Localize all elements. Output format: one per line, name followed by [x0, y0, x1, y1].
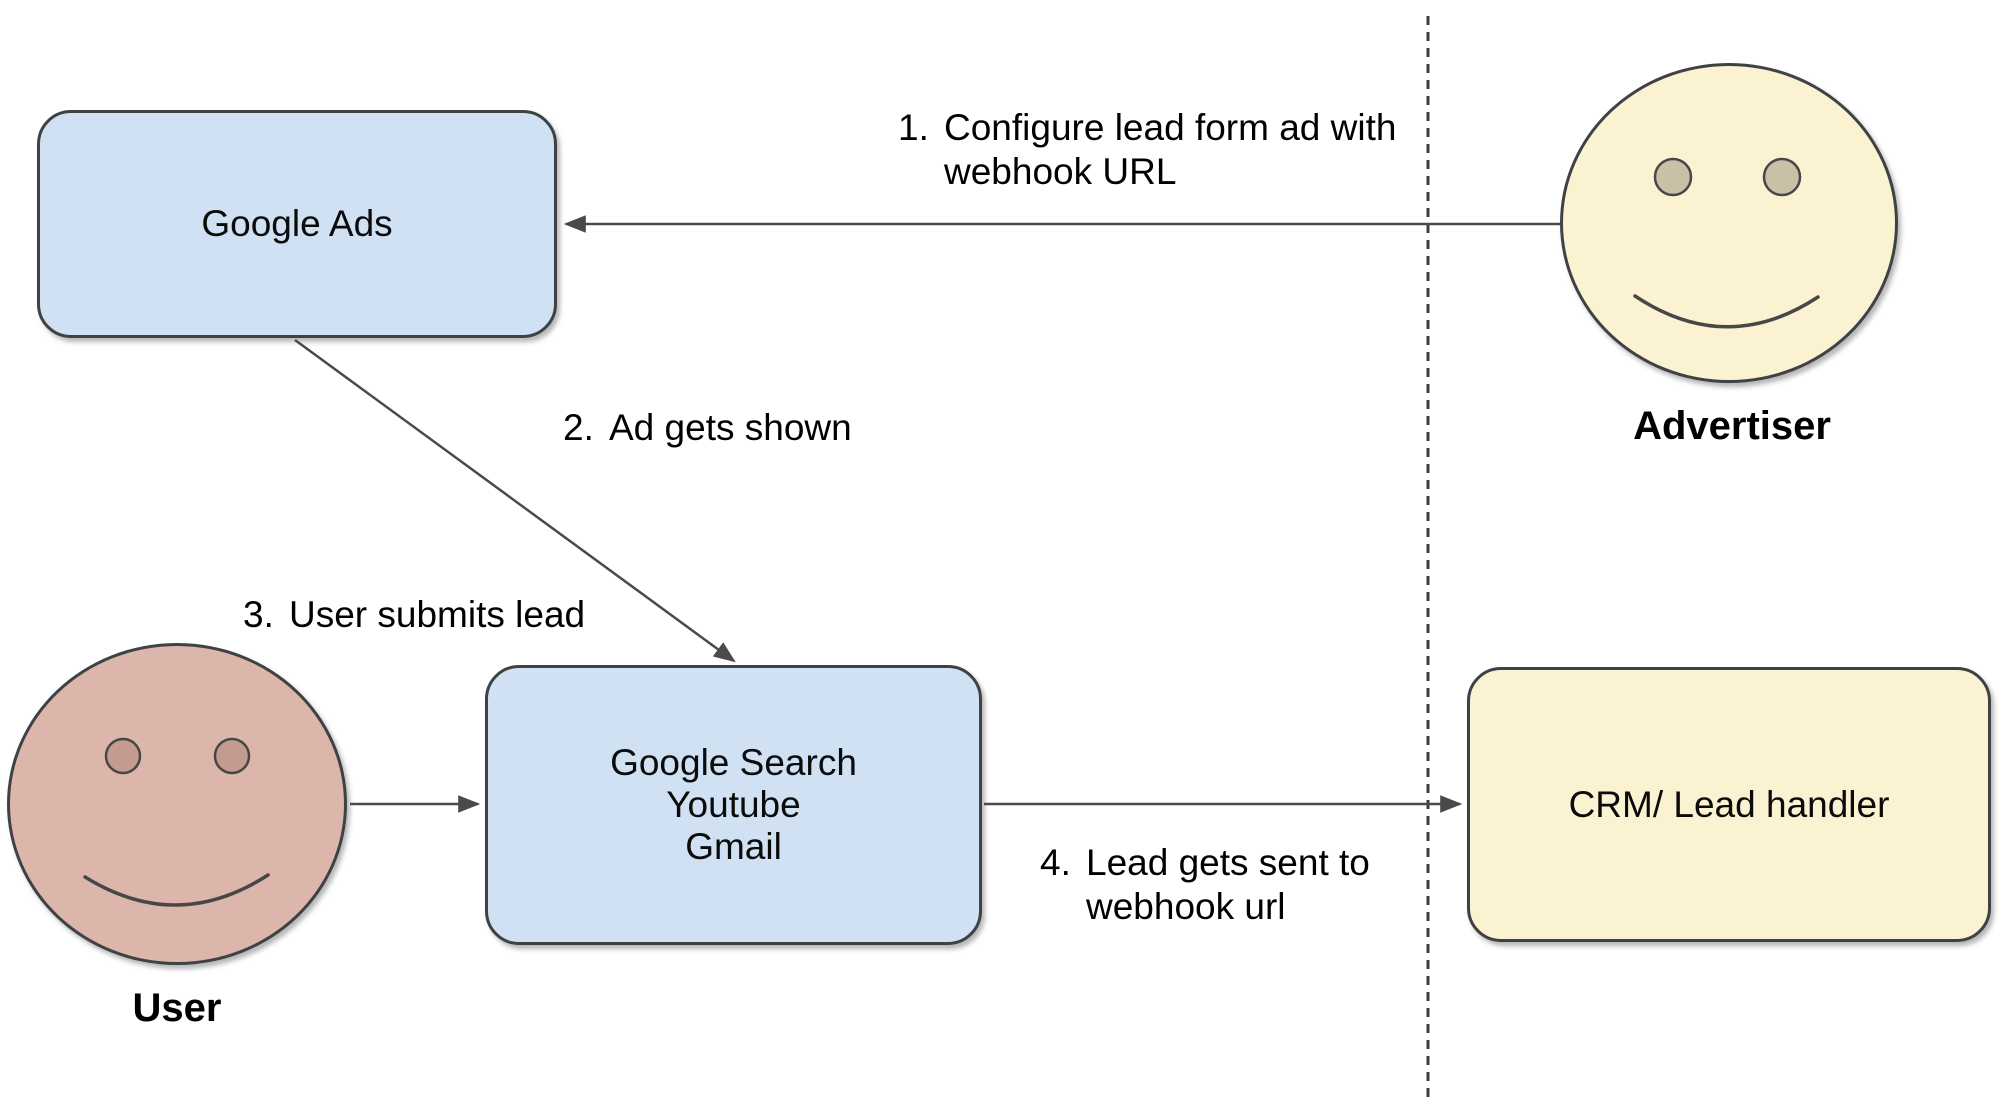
step-4-line-2: webhook url [1086, 886, 1286, 927]
advertiser-face-icon [1560, 63, 1898, 383]
step-1-line-1: Configure lead form ad with [944, 107, 1397, 148]
google-ads-node: Google Ads [37, 110, 557, 338]
step-2-number: 2. [563, 407, 594, 448]
google-surfaces-node: Google Search Youtube Gmail [485, 665, 982, 945]
step-1-configure-lead-form: 1. Configure lead form ad with webhook U… [898, 106, 1396, 194]
step-1-number: 1. [898, 107, 929, 148]
surfaces-line-3: Gmail [685, 826, 782, 867]
step-4-line-1: Lead gets sent to [1086, 842, 1370, 883]
user-face-icon [7, 643, 347, 965]
step-4-number: 4. [1040, 842, 1071, 883]
surfaces-line-2: Youtube [666, 784, 801, 825]
step-3-line-1: User submits lead [289, 594, 586, 635]
step-1-line-2: webhook URL [944, 151, 1177, 192]
google-ads-label: Google Ads [201, 203, 393, 244]
step-2-line-1: Ad gets shown [609, 407, 852, 448]
advertiser-label: Advertiser [1633, 404, 1831, 448]
step-3-number: 3. [243, 594, 274, 635]
step-3-user-submits-lead: 3. User submits lead [243, 593, 585, 637]
step-2-ad-gets-shown: 2. Ad gets shown [563, 406, 852, 450]
crm-label: CRM/ Lead handler [1568, 783, 1890, 825]
surfaces-line-1: Google Search [610, 742, 857, 783]
user-label: User [132, 986, 222, 1030]
step-4-lead-sent-to-webhook: 4. Lead gets sent to webhook url [1040, 841, 1370, 929]
crm-lead-handler-node: CRM/ Lead handler [1467, 667, 1991, 942]
